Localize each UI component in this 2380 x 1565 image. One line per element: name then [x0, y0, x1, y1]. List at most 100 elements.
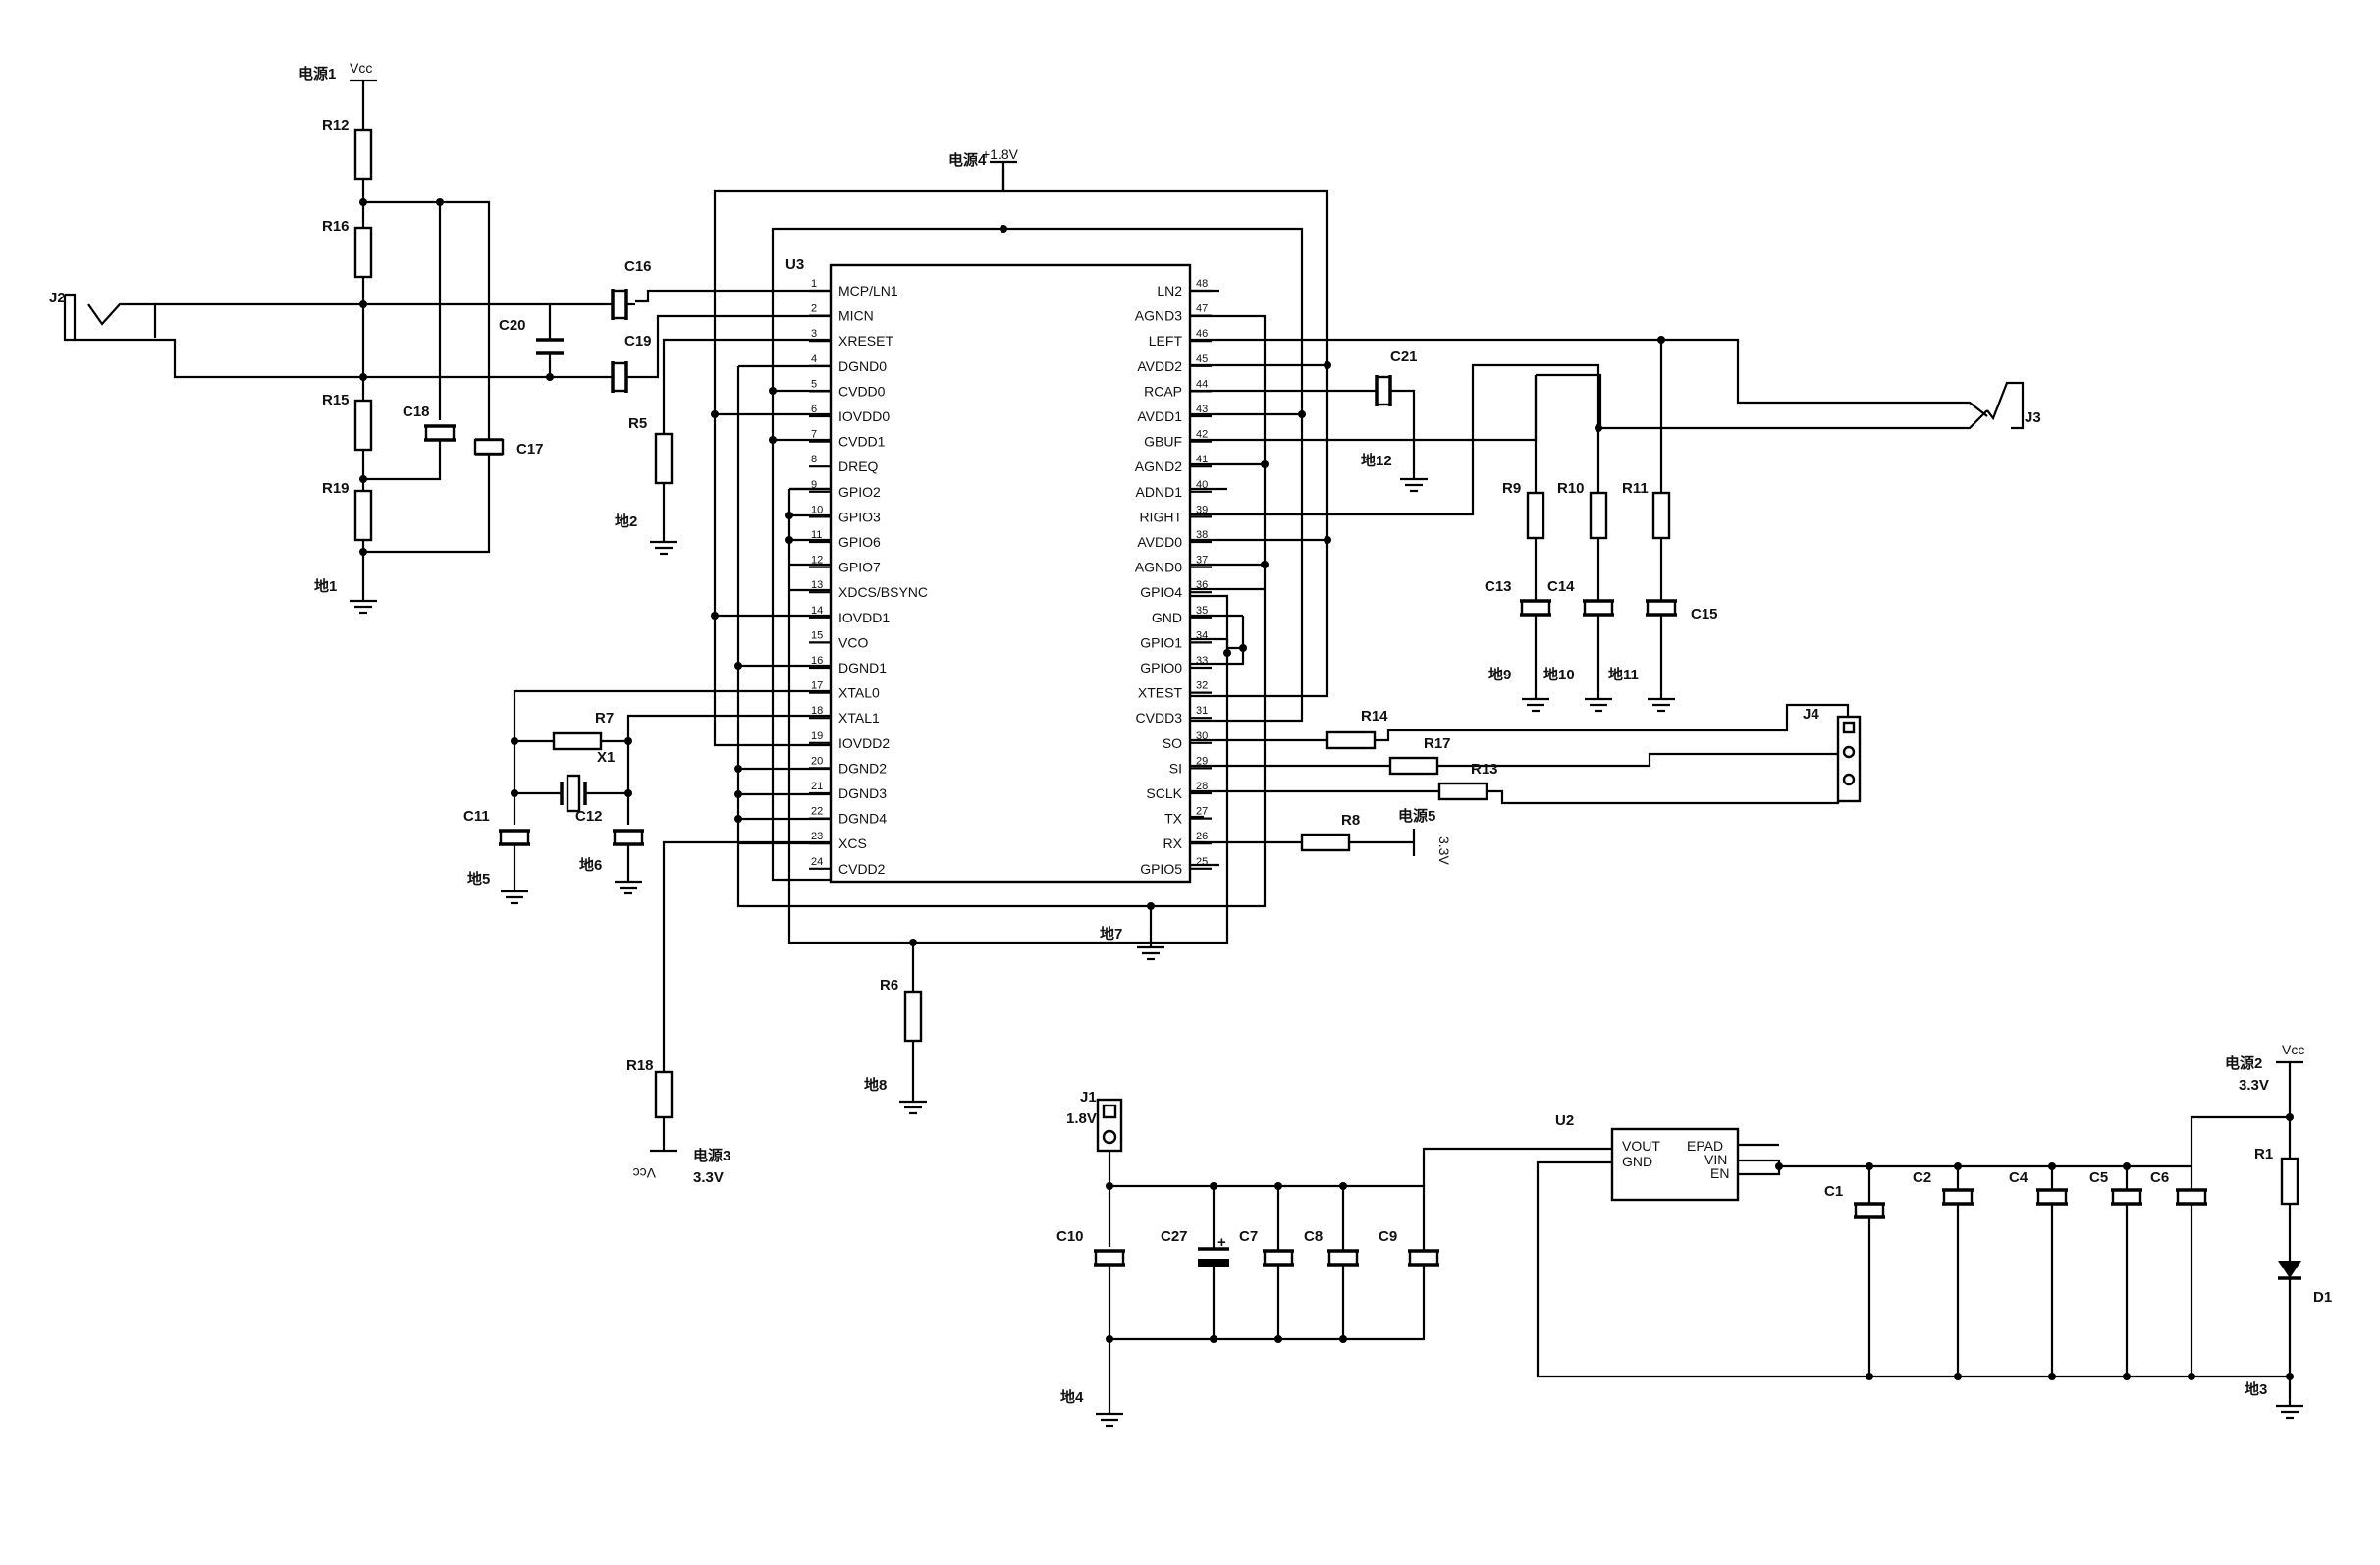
u3-pin-number: 11	[811, 529, 822, 541]
ground6-label: 地6	[579, 856, 602, 874]
r8-label: R8	[1341, 812, 1360, 829]
c6-label: C6	[2150, 1169, 2169, 1186]
u3-pin-number: 7	[811, 429, 817, 441]
r10-label: R10	[1557, 480, 1585, 497]
resistor-r17	[1388, 756, 1439, 776]
power5-voltage: 3.3V	[1436, 836, 1452, 865]
ground-symbol	[1648, 697, 1675, 713]
u3-pin-number: 20	[811, 755, 823, 767]
u3-pin-name: RIGHT	[1139, 509, 1182, 524]
u3-pin-number: 30	[1196, 730, 1208, 742]
u3-pin-number: 42	[1196, 429, 1208, 441]
resistor-r12	[353, 128, 373, 181]
u3-pin-name: LEFT	[1149, 333, 1183, 349]
u3-pin-number: 46	[1196, 328, 1208, 340]
u3-pin-name: CVDD3	[1136, 710, 1183, 726]
j1-pin1	[1102, 1104, 1117, 1119]
capacitor-c2	[1942, 1188, 1974, 1206]
r19-label: R19	[322, 480, 350, 497]
u3-right-pins: 48LN247AGND346LEFT45AVDD244RCAP43AVDD142…	[1135, 278, 1212, 877]
u3-pin-number: 27	[1196, 806, 1208, 818]
u3-pin-name: SI	[1169, 760, 1182, 776]
u3-pin-number: 14	[811, 605, 823, 617]
u2-pin-vout: VOUT	[1622, 1138, 1660, 1154]
j4-pin2	[1842, 745, 1856, 759]
ground4-label: 地4	[1060, 1388, 1084, 1406]
u3-pin-name: MCP/LN1	[838, 283, 898, 298]
c17-label: C17	[516, 441, 544, 458]
u3-pin-number: 2	[811, 303, 817, 315]
r15-label: R15	[322, 392, 350, 408]
ground-symbol	[501, 890, 528, 905]
power2-label: 电源2	[2225, 1054, 2262, 1072]
u3-pin-name: DGND2	[838, 760, 887, 776]
u3-pin-number: 5	[811, 378, 817, 390]
u3-pin-number: 38	[1196, 529, 1208, 541]
u3-pin-name: GPIO7	[838, 560, 881, 575]
u3-pin-number: 22	[811, 806, 823, 818]
capacitor-c17	[473, 438, 505, 456]
r17-label: R17	[1424, 735, 1451, 752]
r9-label: R9	[1502, 480, 1521, 497]
c12-label: C12	[575, 808, 603, 825]
ground9-label: 地9	[1488, 666, 1511, 683]
u3-pin-number: 23	[811, 831, 823, 842]
c13-label: C13	[1485, 578, 1512, 595]
u3-pin-number: 17	[811, 680, 823, 692]
u3-pin-number: 32	[1196, 680, 1208, 692]
c1-label: C1	[1824, 1183, 1843, 1200]
u3-pin-name: GPIO6	[838, 534, 881, 550]
u3-pin-name: ADND1	[1136, 484, 1183, 500]
u3-pin-name: IOVDD2	[838, 735, 890, 751]
u3-ref: U3	[785, 256, 804, 273]
u3-pin-number: 37	[1196, 555, 1208, 567]
u3-pin-name: GPIO5	[1140, 861, 1182, 877]
c2-label: C2	[1913, 1169, 1931, 1186]
u3-pin-number: 8	[811, 454, 817, 465]
u3-pin-number: 9	[811, 479, 817, 491]
u3-pin-number: 4	[811, 353, 817, 365]
resistor-r11	[1651, 491, 1671, 540]
ground-symbol	[1400, 477, 1428, 493]
r16-label: R16	[322, 218, 350, 235]
u3-pin-number: 31	[1196, 705, 1208, 717]
r11-label: R11	[1622, 480, 1649, 497]
resistor-r8	[1300, 833, 1351, 852]
ground2-label: 地2	[615, 513, 637, 530]
resistor-r13	[1437, 782, 1488, 801]
u3-pin-name: LN2	[1157, 283, 1182, 298]
capacitor-c21	[1375, 375, 1392, 406]
power5-label: 电源5	[1398, 807, 1435, 825]
u3-pin-name: AGND0	[1135, 560, 1182, 575]
u3-pin-number: 44	[1196, 378, 1208, 390]
u3-pin-number: 16	[811, 655, 823, 667]
u3-pin-name: DREQ	[838, 459, 879, 474]
ground-symbol	[1137, 945, 1164, 961]
ground8-label: 地8	[864, 1076, 887, 1094]
power3-voltage: 3.3V	[693, 1169, 724, 1186]
r14-label: R14	[1361, 708, 1388, 725]
resistor-r10	[1589, 491, 1608, 540]
u3-pin-name: AVDD0	[1137, 534, 1182, 550]
r5-label: R5	[628, 415, 647, 432]
u3-pin-name: GPIO0	[1140, 660, 1182, 675]
u3-pin-number: 10	[811, 504, 823, 515]
j4-pin1	[1842, 721, 1856, 734]
capacitor-c5	[2111, 1188, 2142, 1206]
j2-label: J2	[49, 290, 66, 306]
c9-label: C9	[1379, 1228, 1397, 1245]
power2-voltage: 3.3V	[2239, 1077, 2269, 1094]
u3-pin-name: GBUF	[1144, 434, 1182, 450]
capacitor-c19	[611, 361, 628, 393]
u3-pin-number: 39	[1196, 504, 1208, 515]
c5-label: C5	[2089, 1169, 2108, 1186]
c27-plus: +	[1217, 1234, 1226, 1251]
c10-label: C10	[1056, 1228, 1084, 1245]
ground-symbol	[2276, 1404, 2303, 1420]
r7-label: R7	[595, 710, 614, 727]
u3-pin-number: 1	[811, 278, 817, 290]
r1-label: R1	[2254, 1146, 2273, 1162]
capacitor-c16	[611, 289, 628, 320]
ground5-label: 地5	[467, 870, 490, 888]
